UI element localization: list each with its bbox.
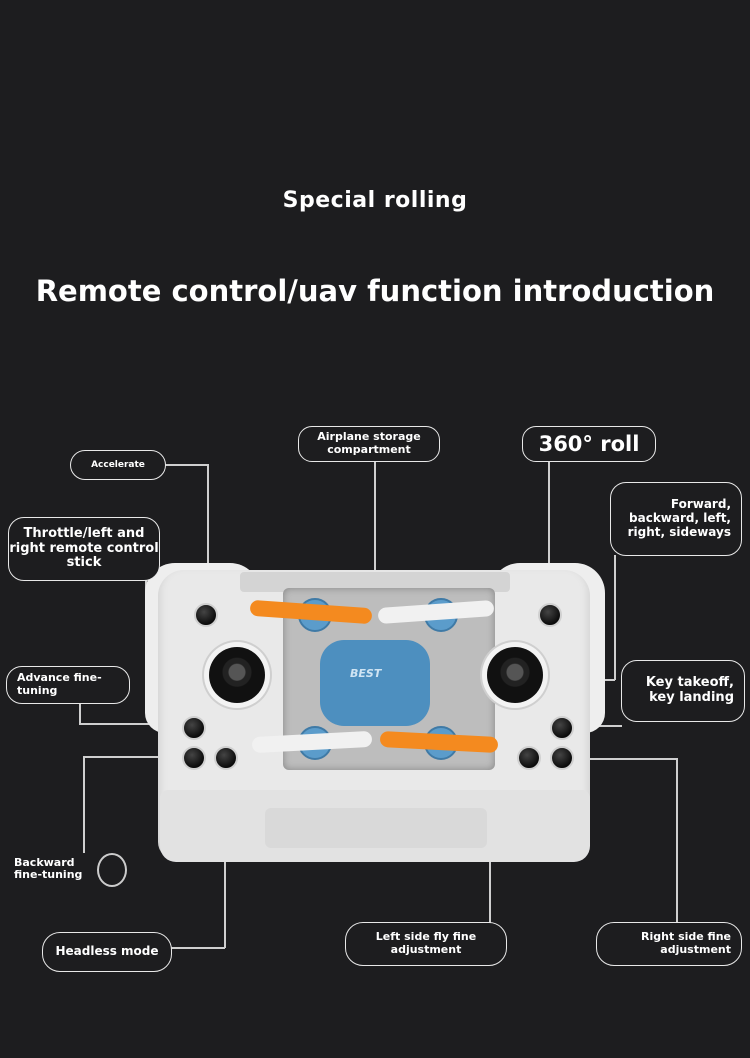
roll-button[interactable] bbox=[538, 603, 562, 627]
label-advance: Advance fine-tuning bbox=[6, 666, 130, 704]
label-storage: Airplane storage compartment bbox=[298, 426, 440, 462]
line-roll bbox=[548, 461, 550, 606]
label-right-side: Right side fine adjustment bbox=[596, 922, 742, 966]
label-backward: Backward fine-tuning bbox=[14, 856, 83, 882]
line-rightside-h bbox=[565, 758, 677, 760]
left-fly-fine-button[interactable] bbox=[517, 746, 541, 770]
drone-body bbox=[320, 640, 430, 726]
page-title: Remote control/uav function introduction bbox=[35, 274, 715, 308]
right-side-fine-button[interactable] bbox=[550, 746, 574, 770]
line-advance-v bbox=[79, 704, 81, 724]
subtitle: Special rolling bbox=[282, 188, 468, 213]
label-takeoff: Key takeoff, key landing bbox=[621, 660, 745, 722]
drone-logo: BEST bbox=[350, 667, 382, 680]
left-stick[interactable] bbox=[209, 647, 265, 703]
takeoff-landing-button[interactable] bbox=[550, 716, 574, 740]
line-backward-h bbox=[83, 756, 193, 758]
ring-icon bbox=[97, 853, 127, 887]
storage-lid bbox=[240, 572, 510, 592]
label-roll: 360° roll bbox=[522, 426, 656, 462]
label-headless: Headless mode bbox=[42, 932, 172, 972]
line-storage bbox=[374, 461, 376, 599]
line-forward-v bbox=[614, 555, 616, 680]
controller-bottom-notch bbox=[265, 808, 487, 848]
line-accelerate-v bbox=[207, 464, 209, 608]
accelerate-button[interactable] bbox=[194, 603, 218, 627]
line-accelerate-h bbox=[165, 464, 208, 466]
label-forward: Forward, backward, left, right, sideways bbox=[610, 482, 742, 556]
headless-mode-button[interactable] bbox=[214, 746, 238, 770]
line-advance-h bbox=[79, 723, 194, 725]
advance-fine-tune-button[interactable] bbox=[182, 716, 206, 740]
line-backward-v bbox=[83, 756, 85, 853]
line-headless-h bbox=[171, 947, 225, 949]
line-rightside-v bbox=[676, 758, 678, 923]
backward-fine-tune-button[interactable] bbox=[182, 746, 206, 770]
label-throttle: Throttle/left and right remote control s… bbox=[8, 517, 160, 581]
label-left-fly: Left side fly fine adjustment bbox=[345, 922, 507, 966]
right-stick[interactable] bbox=[487, 647, 543, 703]
label-accelerate: Accelerate bbox=[70, 450, 166, 480]
